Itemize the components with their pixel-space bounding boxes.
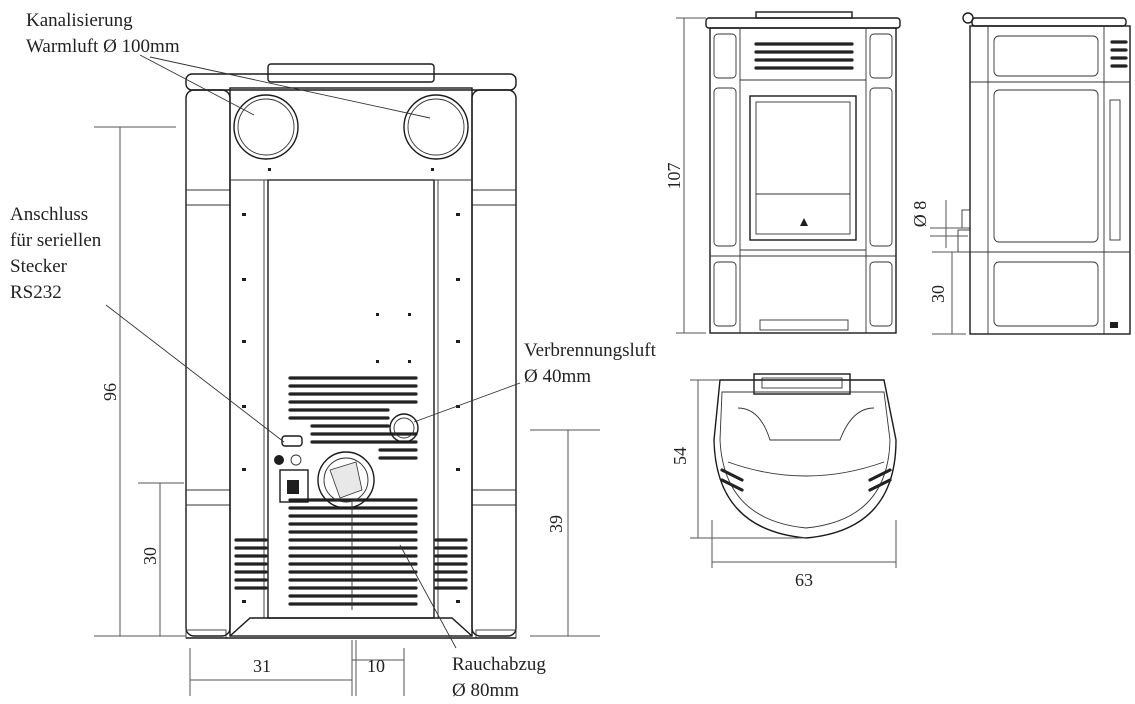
front-dimensions [676, 17, 706, 334]
annotation-labels: Kanalisierung Warmluft Ø 100mm Anschluss… [10, 10, 657, 701]
rear-dimensions [94, 126, 600, 696]
flame-logo-icon [800, 218, 808, 226]
side-grille [1110, 40, 1128, 68]
front-top-grille [754, 42, 854, 70]
combustion-air-inlet [389, 413, 419, 443]
front-body [709, 27, 897, 334]
top-view-outline [713, 379, 897, 539]
dim-top-width: 63 [795, 570, 813, 590]
label-warmluft: Warmluft Ø 100mm [26, 36, 180, 57]
label-rauchabzug-diam: Ø 80mm [452, 680, 519, 701]
label-anschluss: Anschluss [10, 204, 88, 225]
dim-front-height: 107 [664, 163, 684, 190]
rear-view [185, 63, 517, 639]
rear-top-handle [267, 63, 435, 83]
rear-back-panel [267, 179, 435, 619]
rear-side-grille-right [434, 538, 468, 590]
label-seriellen: für seriellen [10, 230, 102, 251]
top-view-grille-right [868, 468, 892, 492]
top-dimensions [690, 379, 897, 568]
label-stecker: Stecker [10, 256, 68, 277]
rear-left-column [185, 89, 231, 637]
dimension-labels: 96 30 39 31 10 107 Ø 8 30 54 63 [100, 163, 948, 677]
rear-upper-grille [288, 376, 418, 460]
dim-side-height: 30 [928, 285, 948, 303]
flue-outlet [317, 451, 375, 509]
dim-rear-lower: 30 [140, 547, 160, 565]
rs232-connector [281, 435, 303, 447]
leader-lines [105, 54, 521, 649]
dim-side-diam: Ø 8 [910, 201, 930, 228]
rear-body [229, 87, 473, 637]
top-view-flue-block [753, 373, 851, 395]
side-body [969, 25, 1131, 335]
label-verbrennungsluft-diam: Ø 40mm [524, 366, 591, 387]
rear-lower-grille [288, 498, 418, 606]
side-dimensions [930, 200, 968, 335]
top-view-grille-left [720, 468, 744, 492]
rear-side-grille-left [234, 538, 268, 590]
rear-right-column [471, 89, 517, 637]
front-door [749, 95, 857, 241]
front-view [705, 11, 901, 334]
front-top-plate [705, 17, 901, 29]
label-rs232: RS232 [10, 282, 62, 303]
top-view [713, 373, 897, 539]
label-rauchabzug: Rauchabzug [452, 654, 546, 675]
warm-air-outlet-left [233, 94, 299, 160]
label-verbrennungsluft: Verbrennungsluft [524, 340, 657, 361]
dim-rear-right: 39 [546, 515, 566, 533]
power-socket [279, 469, 309, 503]
dim-rear-height: 96 [100, 383, 120, 401]
warm-air-outlet-right [403, 94, 469, 160]
dim-rear-bottom-left: 31 [253, 656, 271, 676]
dim-top-depth: 54 [670, 447, 690, 465]
label-kanalisierung: Kanalisierung [26, 10, 133, 31]
side-view [957, 12, 1131, 335]
dim-rear-bottom-right: 10 [367, 656, 385, 676]
rear-top-plate [185, 73, 517, 91]
front-top-handle [755, 11, 853, 19]
